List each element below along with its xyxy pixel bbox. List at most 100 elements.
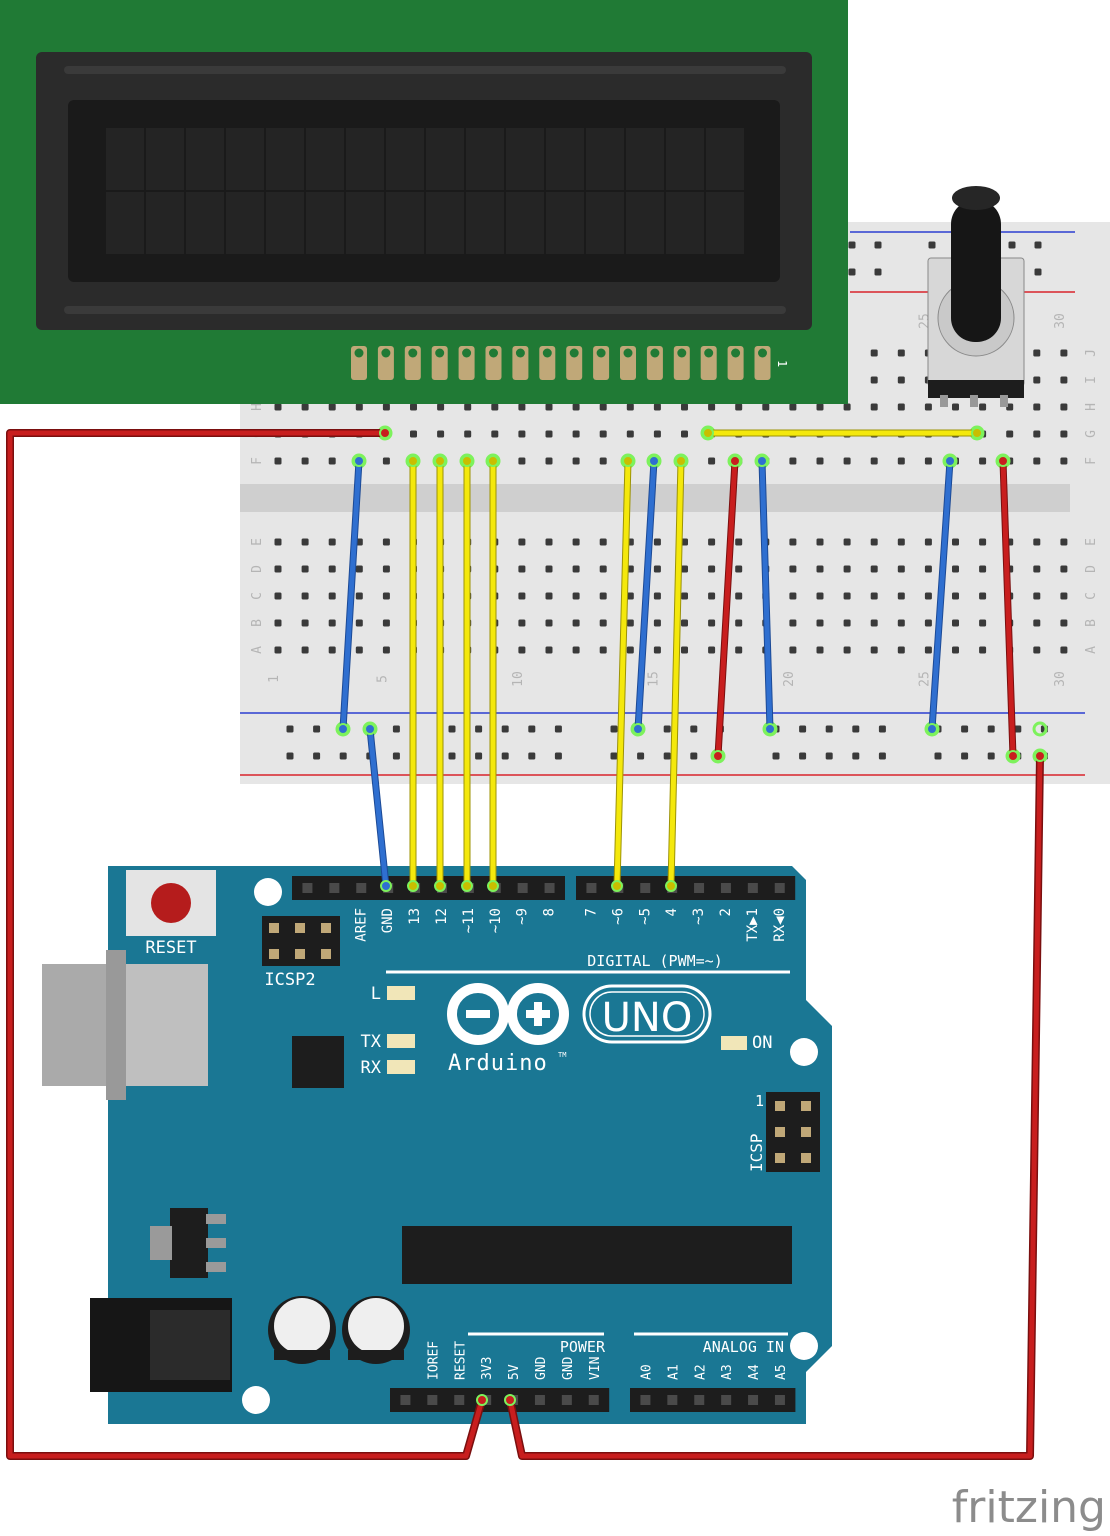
wire-blue-lcd-vss[interactable] bbox=[340, 458, 362, 732]
analog-header-pin[interactable] bbox=[774, 1395, 785, 1405]
wire-red-3v3-core bbox=[7, 430, 485, 1459]
digital-pin-label: 2 bbox=[718, 908, 734, 916]
power-header-pin[interactable] bbox=[534, 1395, 545, 1405]
bb-hole bbox=[653, 619, 661, 627]
bb-hole bbox=[599, 592, 607, 600]
bb-hole bbox=[301, 457, 309, 465]
bb-hole bbox=[843, 403, 851, 411]
wire-blue-pot-gnd[interactable] bbox=[929, 458, 953, 732]
rail-hole bbox=[799, 752, 807, 760]
wire-end bbox=[1007, 750, 1019, 762]
digital-header-right-pin[interactable] bbox=[694, 883, 705, 893]
bb-hole bbox=[545, 457, 553, 465]
rail-hole bbox=[501, 725, 509, 733]
wire-yellow-d6[interactable] bbox=[614, 458, 631, 889]
bb-row-letter: H bbox=[1084, 403, 1099, 411]
bb-hole bbox=[1033, 538, 1041, 546]
bb-column-number: 25 bbox=[917, 671, 932, 687]
wire-red-pot-vcc[interactable] bbox=[1000, 458, 1016, 759]
wire-red-lcd-a[interactable] bbox=[715, 458, 738, 759]
power-header-pin[interactable] bbox=[588, 1395, 599, 1405]
power-header-pin[interactable] bbox=[561, 1395, 572, 1405]
bb-row-letter: B bbox=[250, 619, 265, 627]
digital-header-right-pin[interactable] bbox=[586, 883, 597, 893]
lcd-char-cell bbox=[386, 192, 424, 254]
rail-hole bbox=[799, 725, 807, 733]
bb-hole bbox=[599, 403, 607, 411]
bb-hole bbox=[437, 403, 445, 411]
digital-header-left-pin[interactable] bbox=[329, 883, 340, 893]
bb-hole bbox=[599, 619, 607, 627]
lcd-char-cell bbox=[626, 192, 664, 254]
icsp-pin bbox=[801, 1153, 811, 1163]
wire-blue-lcd-k[interactable] bbox=[759, 458, 773, 732]
bb-hole bbox=[572, 619, 580, 627]
lcd-char-cell bbox=[586, 128, 624, 190]
rail-hole bbox=[286, 725, 294, 733]
analog-header-pin[interactable] bbox=[640, 1395, 651, 1405]
bb-hole bbox=[464, 430, 472, 438]
bb-hole bbox=[572, 430, 580, 438]
bb-hole bbox=[518, 646, 526, 654]
digital-header-right-pin[interactable] bbox=[640, 883, 651, 893]
potentiometer[interactable] bbox=[927, 186, 1025, 407]
bb-hole bbox=[789, 646, 797, 654]
power-header-pin[interactable] bbox=[427, 1395, 438, 1405]
analog-header-pin[interactable] bbox=[694, 1395, 705, 1405]
lcd-char-cell bbox=[666, 192, 704, 254]
lcd-bezel-ridge-top bbox=[64, 66, 786, 74]
analog-header-pin[interactable] bbox=[667, 1395, 678, 1405]
reset-button[interactable] bbox=[151, 883, 191, 923]
bb-row-letter: C bbox=[1084, 592, 1099, 600]
rail-hole bbox=[772, 752, 780, 760]
led-on bbox=[721, 1036, 747, 1050]
rail-hole bbox=[286, 752, 294, 760]
analog-pin-label: A1 bbox=[666, 1364, 681, 1380]
logo-minus-ring bbox=[447, 983, 509, 1045]
digital-header-left-pin[interactable] bbox=[544, 883, 555, 893]
bb-hole bbox=[924, 592, 932, 600]
bb-hole bbox=[735, 565, 743, 573]
power-header-pin[interactable] bbox=[454, 1395, 465, 1405]
wire-yellow-d4[interactable] bbox=[668, 458, 684, 889]
wire-end bbox=[1034, 750, 1046, 762]
wire-end bbox=[337, 723, 349, 735]
bb-hole bbox=[382, 646, 390, 654]
bb-row-letter: E bbox=[250, 538, 265, 546]
wire-end bbox=[434, 880, 446, 892]
power-header-pin[interactable] bbox=[400, 1395, 411, 1405]
bb-hole bbox=[355, 646, 363, 654]
lcd-pin1-label: 1 bbox=[775, 360, 789, 367]
rail-hole bbox=[987, 725, 995, 733]
digital-header-right-pin[interactable] bbox=[774, 883, 785, 893]
wire-end bbox=[712, 750, 724, 762]
digital-header-left-pin[interactable] bbox=[517, 883, 528, 893]
power-pin-label: GND bbox=[561, 1356, 576, 1380]
lcd-char-cell bbox=[186, 128, 224, 190]
digital-header-right-pin[interactable] bbox=[747, 883, 758, 893]
wire-red-5v-core bbox=[507, 755, 1043, 1459]
fritzing-watermark: fritzing bbox=[952, 1482, 1106, 1533]
digital-header-left-pin[interactable] bbox=[302, 883, 313, 893]
led-tx-label: TX bbox=[361, 1032, 382, 1052]
bb-hole bbox=[735, 538, 743, 546]
usb-chip bbox=[292, 1036, 344, 1088]
capacitor-1 bbox=[268, 1296, 336, 1364]
wire-blue-gnd-arduino[interactable] bbox=[367, 726, 389, 889]
bb-hole bbox=[382, 592, 390, 600]
digital-header-right-pin[interactable] bbox=[720, 883, 731, 893]
bb-hole bbox=[545, 646, 553, 654]
bb-hole bbox=[1033, 565, 1041, 573]
analog-header-pin[interactable] bbox=[721, 1395, 732, 1405]
bb-hole bbox=[870, 619, 878, 627]
bb-hole bbox=[735, 403, 743, 411]
rail-hole bbox=[475, 725, 483, 733]
wire-end bbox=[729, 455, 741, 467]
bb-hole bbox=[897, 538, 905, 546]
digital-header-left-pin[interactable] bbox=[356, 883, 367, 893]
bb-hole bbox=[1060, 430, 1068, 438]
analog-header-pin[interactable] bbox=[748, 1395, 759, 1405]
wire-blue-lcd-rw[interactable] bbox=[635, 458, 657, 732]
rail-hole bbox=[663, 752, 671, 760]
pot-shaft[interactable] bbox=[951, 200, 1001, 342]
